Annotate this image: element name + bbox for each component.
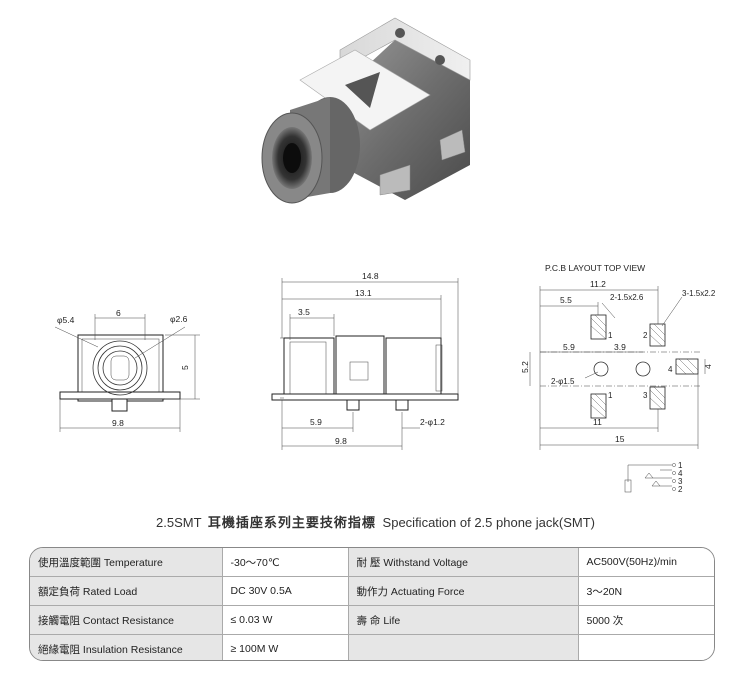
pcb-pin-1b: 1 <box>608 391 613 400</box>
spec-value: DC 30V 0.5A <box>221 576 349 606</box>
pcb-pin-4: 4 <box>668 365 673 374</box>
spec-label: 動作力 Actuating Force <box>347 576 579 606</box>
front-dim-outer-diameter: φ5.4 <box>57 315 75 325</box>
pcb-layout-drawing: P.C.B LAYOUT TOP VIEW 11.2 5.5 2-1.5x2.6… <box>520 263 716 450</box>
pcb-dim-5-5: 5.5 <box>560 295 572 305</box>
spec-label: 使用溫度範圍 Temperature <box>30 548 223 577</box>
product-photo <box>261 17 471 204</box>
front-dim-height: 5 <box>180 365 190 370</box>
pcb-dim-15: 15 <box>615 434 625 444</box>
spec-value: ≤ 0.03 W <box>221 605 349 635</box>
caption-chinese: 耳機插座系列主要技術指標 <box>207 515 376 530</box>
spec-label: 接觸電阻 Contact Resistance <box>30 605 223 635</box>
table-row: 接觸電阻 Contact Resistance ≤ 0.03 W 壽 命 Lif… <box>30 605 714 635</box>
spec-caption: 2.5SMT 耳機插座系列主要技術指標 Specification of 2.5… <box>0 512 751 531</box>
spec-label: 壽 命 Life <box>347 605 579 635</box>
pcb-dim-11-2: 11.2 <box>590 279 606 289</box>
spec-label: 耐 壓 Withstand Voltage <box>347 548 579 577</box>
pcb-dim-pad-b: 3-1.5x2.2 <box>682 289 716 298</box>
pcb-dim-holes: 2-φ1.5 <box>551 377 575 386</box>
pcb-dim-4: 4 <box>703 364 713 369</box>
side-dim-pin1: 5.9 <box>310 417 322 427</box>
front-dim-width: 6 <box>116 308 121 318</box>
table-row: 使用溫度範圍 Temperature -30～70℃ 耐 壓 Withstand… <box>30 548 714 577</box>
schematic-pin-1: 1 <box>678 461 683 470</box>
pcb-pin-3: 3 <box>643 391 648 400</box>
spec-value: -30～70℃ <box>221 548 349 577</box>
side-view-drawing: 14.8 13.1 3.5 5.9 9.8 2-φ1.2 <box>271 271 459 450</box>
spec-value: AC500V(50Hz)/min <box>577 548 714 577</box>
side-dim-pin-dia: 2-φ1.2 <box>420 417 445 427</box>
pin-schematic: 1 4 3 2 <box>624 461 683 494</box>
pcb-dim-11: 11 <box>593 417 602 427</box>
side-dim-barrel: 3.5 <box>298 307 310 317</box>
pcb-dim-pad-a: 2-1.5x2.6 <box>610 293 644 302</box>
side-dim-body: 13.1 <box>355 288 372 298</box>
spec-value <box>577 634 714 660</box>
spec-label: 絕緣電阻 Insulation Resistance <box>30 634 223 660</box>
table-row: 額定負荷 Rated Load DC 30V 0.5A 動作力 Actuatin… <box>30 576 714 606</box>
schematic-pin-4: 4 <box>678 469 683 478</box>
spec-value: 3～20N <box>577 576 714 606</box>
caption-english: Specification of 2.5 phone jack(SMT) <box>382 515 595 530</box>
pcb-dim-5-9: 5.9 <box>563 342 575 352</box>
table-row: 絕緣電阻 Insulation Resistance ≥ 100M W <box>30 634 714 660</box>
pcb-dim-3-9: 3.9 <box>614 342 626 352</box>
pcb-pin-1: 1 <box>608 331 613 340</box>
spec-value: ≥ 100M W <box>221 634 349 660</box>
spec-value: 5000 次 <box>577 605 714 635</box>
side-dim-pin2: 9.8 <box>335 436 347 446</box>
schematic-pin-2: 2 <box>678 485 683 494</box>
spec-label <box>347 634 579 660</box>
pcb-title: P.C.B LAYOUT TOP VIEW <box>545 263 645 273</box>
front-dim-base: 9.8 <box>112 418 124 428</box>
schematic-pin-3: 3 <box>678 477 683 486</box>
front-view-drawing: 6 φ5.4 φ2.6 5 9.8 <box>54 308 200 432</box>
pcb-pin-2: 2 <box>643 331 648 340</box>
front-dim-hole-diameter: φ2.6 <box>170 314 188 324</box>
spec-label: 額定負荷 Rated Load <box>30 576 223 606</box>
caption-model: 2.5SMT <box>156 515 202 530</box>
spec-table: 使用溫度範圍 Temperature -30～70℃ 耐 壓 Withstand… <box>29 547 715 661</box>
pcb-dim-5-2: 5.2 <box>520 361 530 373</box>
side-dim-total: 14.8 <box>362 271 379 281</box>
